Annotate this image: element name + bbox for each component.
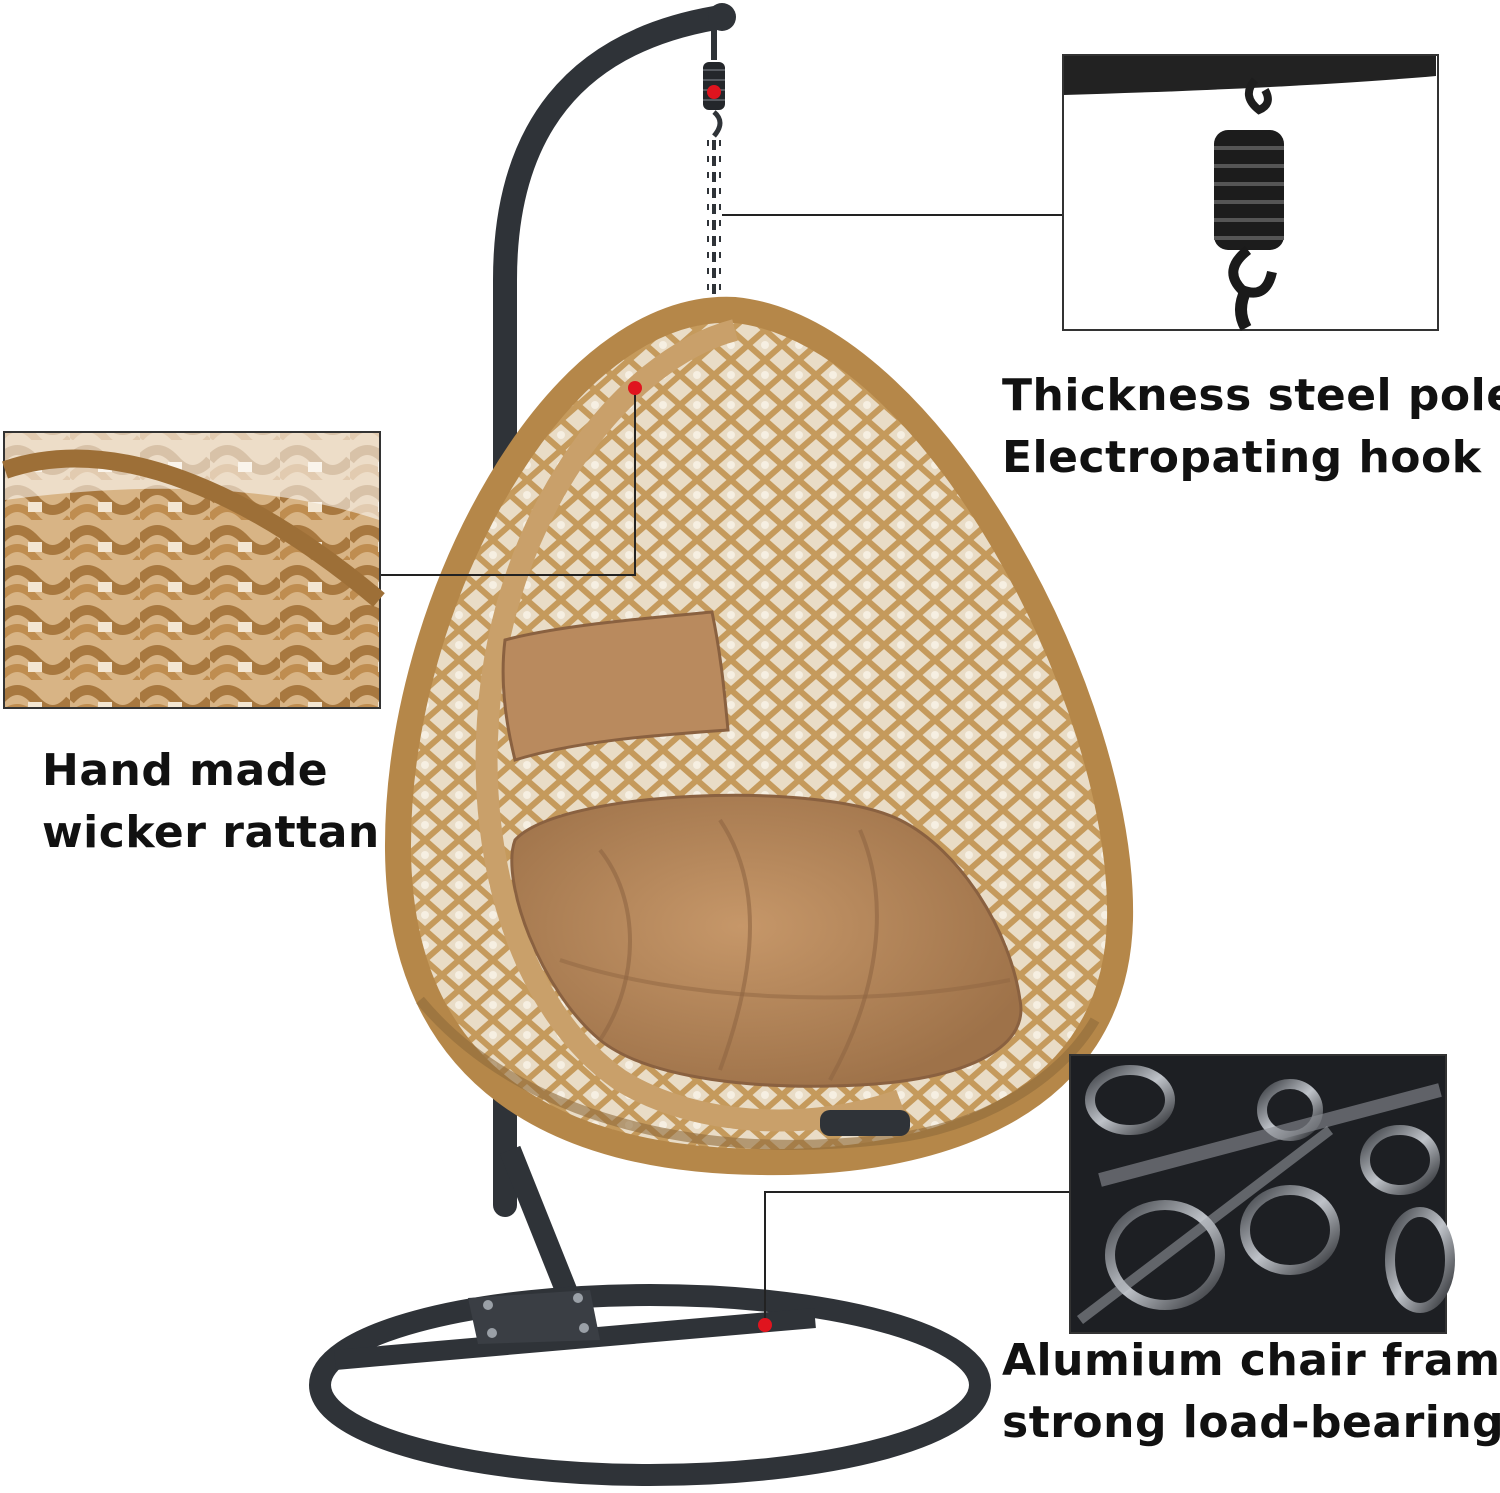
stand-frame [309,3,991,1486]
callout-hook-line1: Thickness steel pole [1002,370,1500,421]
inset-rattan-closeup [2,431,385,709]
marker-dot-rattan [628,381,642,395]
callout-hook-line2: Electropating hook [1002,432,1482,483]
callout-frame-line2: strong load-bearing [1002,1397,1500,1448]
head-pillow [501,610,730,762]
callout-frame: Alumium chair frame strong load-bearing [1002,1330,1500,1454]
marker-dot-hook [707,85,721,99]
callout-rattan-line1: Hand made [42,745,329,796]
inset-tubes-closeup [1069,1054,1455,1334]
chain [707,140,721,310]
leader-lines [380,214,1070,1325]
seat-cushion [510,793,1023,1088]
callout-rattan-line2: wicker rattan [42,807,380,858]
spring-icon [1214,130,1284,250]
callout-hook: Thickness steel pole Electropating hook [1002,365,1500,489]
callout-rattan: Hand made wicker rattan [42,740,380,864]
marker-dot-frame [758,1318,772,1332]
callout-frame-line1: Alumium chair frame [1002,1335,1500,1386]
hanging-hook [703,30,725,310]
inset-hook-closeup [1062,54,1439,331]
